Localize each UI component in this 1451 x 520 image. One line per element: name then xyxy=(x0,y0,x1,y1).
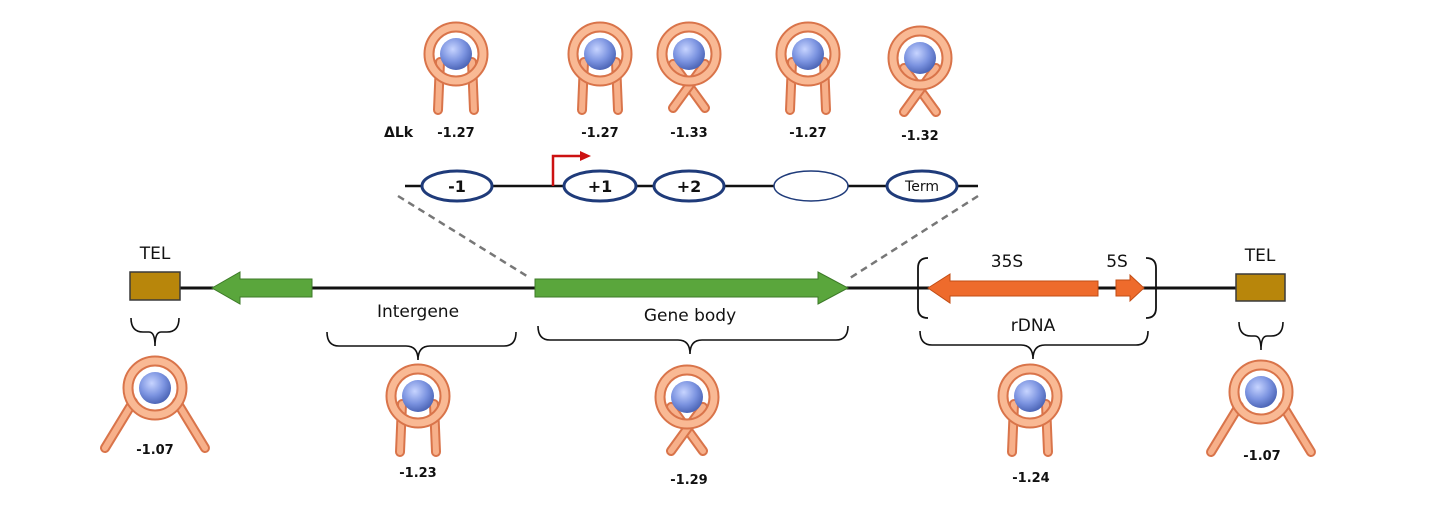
rdna-5s-label: 5S xyxy=(1106,252,1128,272)
nucleosome-rdna xyxy=(1003,369,1057,452)
brace-rdna xyxy=(919,330,1149,360)
nucleosome-top-4 xyxy=(781,27,835,110)
gene-body-label: Gene body xyxy=(644,306,736,326)
rdna-bracket-left xyxy=(917,257,929,319)
telomere-left xyxy=(129,271,181,301)
nucleosome-gene-body xyxy=(660,370,714,451)
bottom-value-tel-left: -1.07 xyxy=(136,443,173,458)
oval-label-plus1: +1 xyxy=(588,177,613,196)
tss-arrow xyxy=(551,154,582,186)
oval-label-plus2: +2 xyxy=(677,177,702,196)
nucleosome-intergene xyxy=(391,369,445,452)
bottom-value-gene-body: -1.29 xyxy=(670,473,707,488)
delta-lk-label: ΔLk xyxy=(384,125,414,141)
tel-right-label: TEL xyxy=(1244,246,1276,266)
intergene-label: Intergene xyxy=(377,302,459,322)
nucleosome-top-3 xyxy=(662,27,716,108)
top-value-1: -1.27 xyxy=(437,126,474,141)
oval-label-minus1: -1 xyxy=(448,177,466,196)
nucleosome-tel-right xyxy=(1211,365,1311,452)
top-value-4: -1.27 xyxy=(789,126,826,141)
brace-gene-body xyxy=(537,325,849,355)
brace-tel-right xyxy=(1238,321,1284,351)
nucleosome-oval-plus1 xyxy=(562,169,638,203)
rdna-35s-label: 35S xyxy=(991,252,1023,272)
nucleosome-top-5 xyxy=(893,31,947,112)
zoom-line-left xyxy=(397,194,531,280)
gene-arrow-left xyxy=(210,271,313,305)
bottom-value-rdna: -1.24 xyxy=(1012,471,1049,486)
nucleosome-top-1 xyxy=(429,27,483,110)
nucleosome-oval-minus1 xyxy=(420,169,494,203)
top-value-5: -1.32 xyxy=(901,129,938,144)
tel-left-label: TEL xyxy=(139,244,171,264)
tss-arrowhead xyxy=(580,151,591,161)
brace-tel-left xyxy=(130,317,180,347)
rdna-35s-arrow xyxy=(927,273,1099,304)
top-value-2: -1.27 xyxy=(581,126,618,141)
telomere-right xyxy=(1235,273,1286,302)
rdna-label: rDNA xyxy=(1011,316,1056,336)
nucleosome-oval-empty xyxy=(773,170,849,202)
rdna-5s-arrow xyxy=(1115,273,1145,303)
oval-label-term: Term xyxy=(904,179,939,195)
brace-intergene xyxy=(326,331,517,361)
nucleosome-tel-left xyxy=(105,361,205,448)
bottom-value-tel-right: -1.07 xyxy=(1243,449,1280,464)
nucleosome-top-2 xyxy=(573,27,627,110)
gene-body-arrow xyxy=(534,271,850,305)
zoom-line-right xyxy=(849,194,979,280)
nucleosome-oval-plus2 xyxy=(652,169,726,203)
nucleosome-oval-term xyxy=(885,169,959,203)
rdna-bracket-right xyxy=(1145,257,1157,319)
top-value-3: -1.33 xyxy=(670,126,707,141)
bottom-value-intergene: -1.23 xyxy=(399,466,436,481)
